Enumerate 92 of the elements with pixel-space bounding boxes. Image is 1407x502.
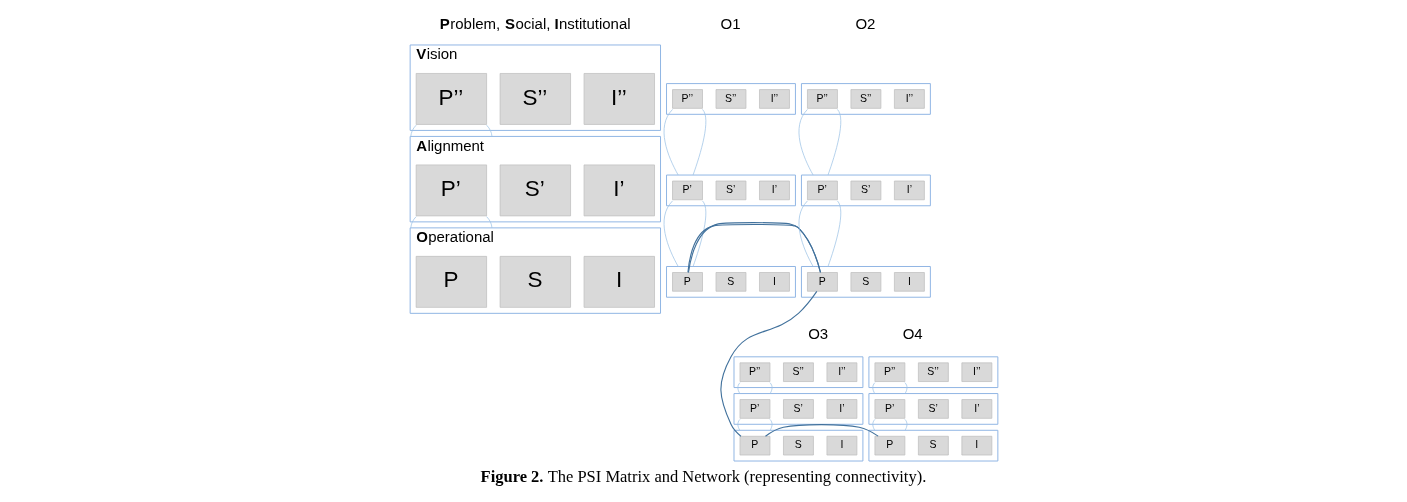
cluster xyxy=(409,226,661,314)
node-box: S xyxy=(850,271,881,292)
connector xyxy=(686,221,821,273)
node-box: S’ xyxy=(782,398,814,419)
node-box: S xyxy=(499,255,571,308)
node-box: S’ xyxy=(850,180,881,200)
node-box: I’’ xyxy=(961,361,992,382)
cluster xyxy=(733,392,863,425)
cluster xyxy=(867,429,998,461)
connector xyxy=(692,200,706,267)
node-box: P xyxy=(739,435,770,455)
node-box: P’ xyxy=(806,180,838,200)
connector xyxy=(485,215,492,228)
node-box: S’ xyxy=(499,164,571,216)
node-box: P xyxy=(671,271,703,292)
cluster xyxy=(665,265,796,298)
node-box: I’ xyxy=(583,164,655,216)
connector xyxy=(692,108,706,175)
node-box: S xyxy=(782,435,814,455)
node-box: I’’ xyxy=(758,88,790,109)
cluster xyxy=(733,355,863,388)
node-box: S’’ xyxy=(917,361,949,382)
node-box: I’ xyxy=(826,398,857,419)
connector xyxy=(798,200,813,267)
cluster xyxy=(800,174,931,206)
node-box: I’’ xyxy=(826,361,857,382)
connector xyxy=(719,290,817,437)
node-box: I xyxy=(826,435,857,455)
cluster xyxy=(665,174,796,206)
node-box: S’ xyxy=(917,398,949,419)
node-box: S’ xyxy=(715,180,746,200)
node-box: S’’ xyxy=(850,88,881,109)
connector xyxy=(827,108,841,175)
node-box: P’’ xyxy=(806,88,838,109)
connector xyxy=(769,418,772,431)
connector xyxy=(871,418,875,431)
cluster xyxy=(665,82,796,115)
cluster xyxy=(409,44,661,131)
node-box: P xyxy=(874,435,905,455)
cluster xyxy=(733,429,863,461)
connector xyxy=(764,423,879,437)
node-box: P’’ xyxy=(415,72,487,125)
cluster xyxy=(409,135,661,222)
connector xyxy=(409,124,417,137)
node-text: O1 xyxy=(719,14,740,32)
node-box: I’’ xyxy=(583,72,655,125)
node-box: S xyxy=(715,271,746,292)
cluster xyxy=(800,265,931,298)
connector xyxy=(798,108,813,175)
connector xyxy=(663,200,679,267)
connector xyxy=(737,418,740,431)
node-label: Operational xyxy=(415,227,494,245)
node-box: I xyxy=(893,271,925,292)
connector xyxy=(663,108,679,175)
connector xyxy=(737,381,740,394)
node-box: I xyxy=(758,271,790,292)
node-box: P’ xyxy=(671,180,703,200)
node-box: S’’ xyxy=(715,88,746,109)
node-box: P’ xyxy=(415,164,487,216)
node-box: P xyxy=(806,271,838,292)
node-label: Alignment xyxy=(415,136,484,154)
connector xyxy=(769,381,772,394)
node-box: I’ xyxy=(961,398,992,419)
node-box: P’ xyxy=(739,398,770,419)
node-text: O2 xyxy=(854,14,875,32)
node-text: O3 xyxy=(807,324,828,342)
connector xyxy=(827,200,841,267)
node-box: S’’ xyxy=(782,361,814,382)
node-box: S’’ xyxy=(499,72,571,125)
connector xyxy=(904,381,907,394)
node-box: I’ xyxy=(893,180,925,200)
node-box: P’’ xyxy=(874,361,905,382)
node-box: P xyxy=(415,255,487,308)
node-box: I xyxy=(961,435,992,455)
node-box: S xyxy=(917,435,949,455)
node-box: P’ xyxy=(874,398,905,419)
cluster xyxy=(800,82,931,115)
cluster xyxy=(867,355,998,388)
cluster xyxy=(867,392,998,425)
node-box: P’’ xyxy=(739,361,770,382)
connector xyxy=(485,124,492,137)
connector xyxy=(409,215,417,228)
label: Problem, Social, Institutional xyxy=(439,13,631,31)
caption: Figure 2. The PSI Matrix and Network (representing connectivity). xyxy=(480,466,926,486)
node-box: I xyxy=(583,255,655,308)
node-box: I’ xyxy=(758,180,790,200)
node-box: I’’ xyxy=(893,88,925,109)
node-box: P’’ xyxy=(671,88,703,109)
node-label: Vision xyxy=(415,44,457,62)
connector xyxy=(904,418,907,431)
connector xyxy=(871,381,875,394)
node-text: O4 xyxy=(902,324,923,342)
